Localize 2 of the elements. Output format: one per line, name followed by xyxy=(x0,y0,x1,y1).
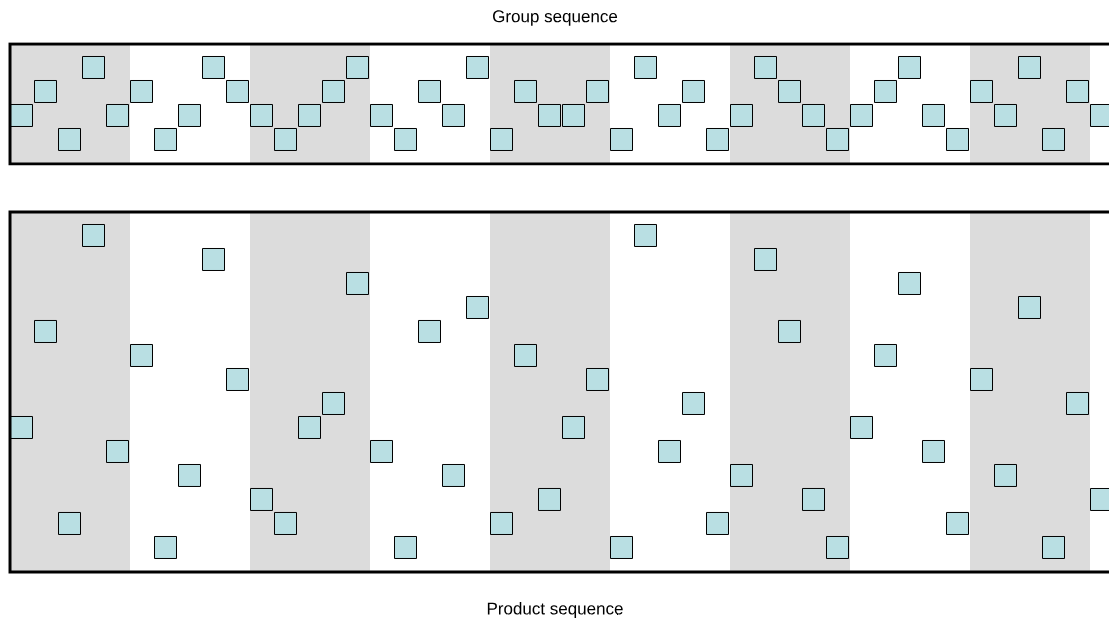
panel-heading: Product sequence xyxy=(487,602,623,618)
panel-heading: Group sequence xyxy=(493,10,618,26)
